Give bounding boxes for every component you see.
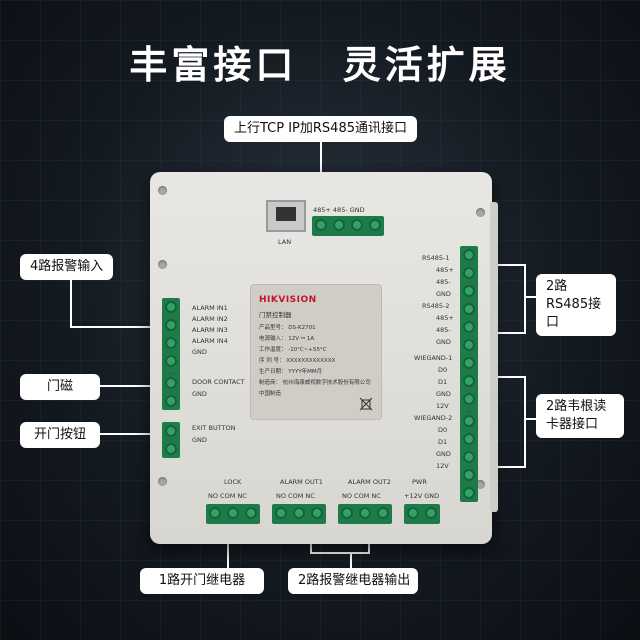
headline-right: 灵活扩展 bbox=[342, 43, 511, 87]
connector-line bbox=[70, 326, 162, 328]
pin-label: GND bbox=[436, 390, 451, 398]
pin-label: GND bbox=[436, 338, 451, 346]
pin-label: 485+ bbox=[436, 314, 454, 322]
pin-label: 485- bbox=[436, 278, 451, 286]
pin-label: NO COM NC bbox=[208, 492, 247, 500]
connector-line bbox=[524, 264, 526, 334]
pin-label: ALARM IN4 bbox=[192, 337, 228, 345]
pin-label: D0 bbox=[438, 426, 448, 434]
connector-line bbox=[486, 332, 526, 334]
wiegand-2-terminal bbox=[460, 412, 478, 502]
product-name: 门禁控制器 bbox=[259, 311, 292, 319]
callout-exit: 开门按钮 bbox=[20, 422, 100, 448]
pin-label: GND bbox=[192, 348, 207, 356]
top-terminal-label: 485+ 485- GND bbox=[313, 206, 365, 214]
pin-label: 485- bbox=[436, 326, 451, 334]
connector-line bbox=[320, 140, 322, 200]
callout-rs485: 2路RS485接口 bbox=[536, 274, 616, 336]
rs485-top-terminal bbox=[312, 216, 384, 236]
connector-line bbox=[524, 418, 536, 420]
pin-label: NO COM NC bbox=[342, 492, 381, 500]
pin-label: GND bbox=[436, 450, 451, 458]
connector-line bbox=[524, 296, 536, 298]
exit-button-terminal bbox=[162, 422, 180, 458]
alarm-out2-terminal bbox=[338, 504, 392, 524]
spec-line: 工作温度： -10°C~+55°C bbox=[259, 347, 327, 353]
mount-hole bbox=[476, 208, 485, 217]
connector-line bbox=[350, 552, 352, 568]
pin-label: RS485-1 bbox=[422, 254, 450, 262]
pin-label: EXIT BUTTON bbox=[192, 424, 236, 432]
pin-label: RS485-2 bbox=[422, 302, 450, 310]
connector-line bbox=[486, 264, 526, 266]
pin-label: D1 bbox=[438, 378, 448, 386]
pin-label: WIEGAND-1 bbox=[414, 354, 453, 362]
mount-hole bbox=[158, 186, 167, 195]
callout-alarm-in: 4路报警输入 bbox=[20, 254, 114, 280]
connector-line bbox=[310, 552, 370, 554]
device-side-edge bbox=[490, 202, 498, 512]
connector-line bbox=[100, 433, 160, 435]
connector-line bbox=[227, 528, 229, 568]
pin-label: DOOR CONTACT bbox=[192, 378, 245, 386]
spec-line: 制造商： 杭州海康威视数字技术股份有限公司 bbox=[259, 380, 371, 386]
pin-label: 485+ bbox=[436, 266, 454, 274]
weee-bin-icon bbox=[359, 397, 373, 411]
nameplate: HIKVISION 门禁控制器 产品型号： DS-K2701 电源输入： 12V… bbox=[250, 284, 382, 420]
spec-line: 生产日期： YYYY年MM月 bbox=[259, 369, 323, 375]
brand-logo: HIKVISION bbox=[259, 295, 317, 305]
connector-line bbox=[524, 376, 526, 468]
mount-hole bbox=[158, 260, 167, 269]
alarm-out1-terminal bbox=[272, 504, 326, 524]
connector-line bbox=[486, 376, 526, 378]
pin-label: 12V bbox=[436, 462, 449, 470]
pin-label: D1 bbox=[438, 438, 448, 446]
terminal-title: PWR bbox=[412, 478, 427, 486]
door-contact-terminal bbox=[162, 374, 180, 410]
pin-label: GND bbox=[436, 290, 451, 298]
terminal-title: LOCK bbox=[224, 478, 242, 486]
pwr-terminal bbox=[404, 504, 440, 524]
connector-line bbox=[100, 385, 160, 387]
pin-label: ALARM IN2 bbox=[192, 315, 228, 323]
pin-label: NO COM NC bbox=[276, 492, 315, 500]
lan-label: LAN bbox=[278, 238, 292, 246]
callout-alarm-relay: 2路报警继电器输出 bbox=[288, 568, 418, 594]
spec-line: 中国制造 bbox=[259, 391, 282, 397]
access-controller-device: LAN 485+ 485- GND ALARM IN1 ALARM IN2 AL… bbox=[150, 172, 498, 544]
mount-hole bbox=[476, 480, 485, 489]
callout-door: 门磁 bbox=[20, 374, 100, 400]
headline: 丰富接口 灵活扩展 bbox=[0, 34, 640, 89]
spec-line: 产品型号： DS-K2701 bbox=[259, 325, 316, 331]
callout-lock-relay: 1路开门继电器 bbox=[140, 568, 264, 594]
pin-label: 12V bbox=[436, 402, 449, 410]
terminal-title: ALARM OUT2 bbox=[348, 478, 391, 486]
callout-wiegand: 2路韦根读卡器接口 bbox=[536, 394, 624, 438]
lock-terminal bbox=[206, 504, 260, 524]
pin-label: D0 bbox=[438, 366, 448, 374]
pin-label: +12V GND bbox=[404, 492, 440, 500]
spec-line: 序 列 号： XXXXXXXXXXXXX bbox=[259, 358, 336, 364]
terminal-title: ALARM OUT1 bbox=[280, 478, 323, 486]
pin-label: WIEGAND-2 bbox=[414, 414, 453, 422]
pin-label: GND bbox=[192, 436, 207, 444]
mount-hole bbox=[158, 477, 167, 486]
connector-line bbox=[486, 466, 526, 468]
spec-line: 电源输入： 12V ⎓ 1A bbox=[259, 336, 315, 342]
pin-label: GND bbox=[192, 390, 207, 398]
headline-left: 丰富接口 bbox=[129, 43, 298, 87]
pin-label: ALARM IN3 bbox=[192, 326, 228, 334]
connector-line bbox=[70, 278, 72, 326]
lan-port bbox=[266, 200, 306, 232]
pin-label: ALARM IN1 bbox=[192, 304, 228, 312]
callout-top: 上行TCP IP加RS485通讯接口 bbox=[224, 116, 417, 142]
